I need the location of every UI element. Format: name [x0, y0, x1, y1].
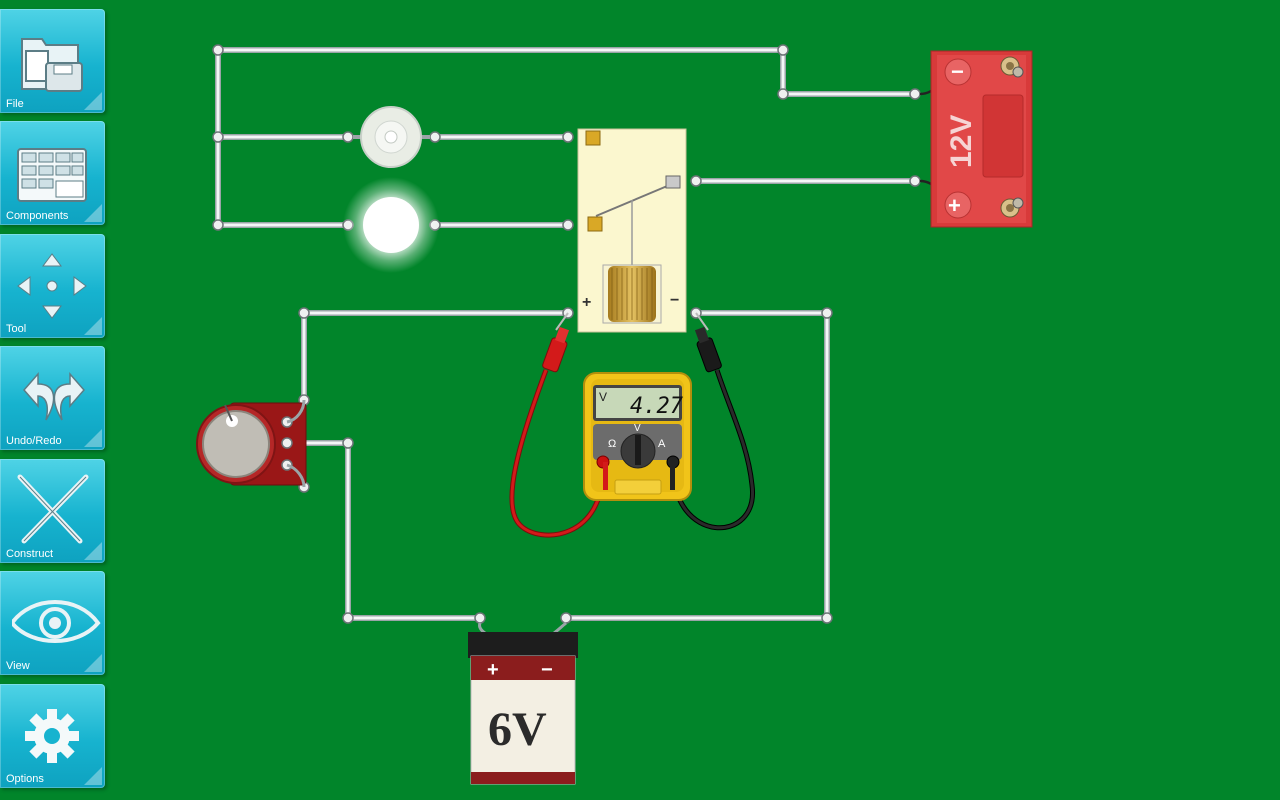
move-arrows-icon [17, 253, 87, 319]
component-grid-icon [17, 148, 87, 202]
corner-arrow-icon [84, 542, 102, 560]
relay-plus-label: + [582, 294, 591, 311]
undo-redo-icon [23, 372, 85, 421]
potentiometer[interactable] [196, 399, 307, 488]
relay-minus-label: − [670, 292, 679, 309]
corner-arrow-icon [84, 767, 102, 785]
corner-arrow-icon [84, 204, 102, 222]
eye-icon [12, 600, 101, 643]
battery-6v[interactable]: + − 6V [468, 612, 578, 785]
undo-redo-button[interactable]: Undo/Redo [0, 346, 105, 450]
screwdriver-cross-icon [17, 474, 89, 544]
multimeter-reading: 4.27 [630, 394, 684, 419]
battery-6v-minus: − [541, 659, 553, 681]
bulb-off[interactable] [342, 106, 441, 168]
dial-volt-label: V [634, 423, 641, 434]
options-button[interactable]: Options [0, 684, 105, 788]
construct-button[interactable]: Construct [0, 459, 105, 563]
toolbar-sidebar: File Components Tool [0, 0, 110, 800]
bulb-on[interactable] [342, 177, 441, 273]
options-label: Options [6, 773, 44, 785]
battery-12v-plus: + [948, 193, 961, 218]
corner-arrow-icon [84, 92, 102, 110]
dial-ohm-label: Ω [608, 438, 616, 450]
tool-label: Tool [6, 323, 27, 335]
construct-label: Construct [6, 548, 54, 560]
battery-12v[interactable]: − + 12V [909, 50, 1033, 228]
multimeter-dial[interactable] [635, 435, 641, 465]
relay[interactable]: + − [562, 128, 702, 333]
view-label: View [6, 660, 30, 672]
file-button[interactable]: File [0, 9, 105, 113]
components-label: Components [6, 210, 69, 222]
battery-6v-label: 6V [488, 703, 547, 756]
corner-arrow-icon [84, 317, 102, 335]
components-button[interactable]: Components [0, 121, 105, 225]
corner-arrow-icon [84, 429, 102, 447]
undo-redo-label: Undo/Redo [6, 435, 62, 447]
gear-icon [25, 709, 79, 763]
dial-amp-label: A [658, 438, 666, 450]
file-label: File [6, 98, 24, 110]
folder-floppy-icon [21, 38, 83, 92]
tool-button[interactable]: Tool [0, 234, 105, 338]
multimeter-probes[interactable] [509, 312, 755, 538]
battery-6v-plus: + [487, 659, 499, 681]
multimeter-display [596, 388, 679, 418]
multimeter-mode: V [599, 390, 607, 404]
multimeter[interactable]: V 4.27 Ω V A [583, 372, 692, 501]
corner-arrow-icon [84, 654, 102, 672]
battery-12v-minus: − [951, 59, 964, 84]
view-button[interactable]: View [0, 571, 105, 675]
battery-12v-label: 12V [945, 115, 978, 168]
